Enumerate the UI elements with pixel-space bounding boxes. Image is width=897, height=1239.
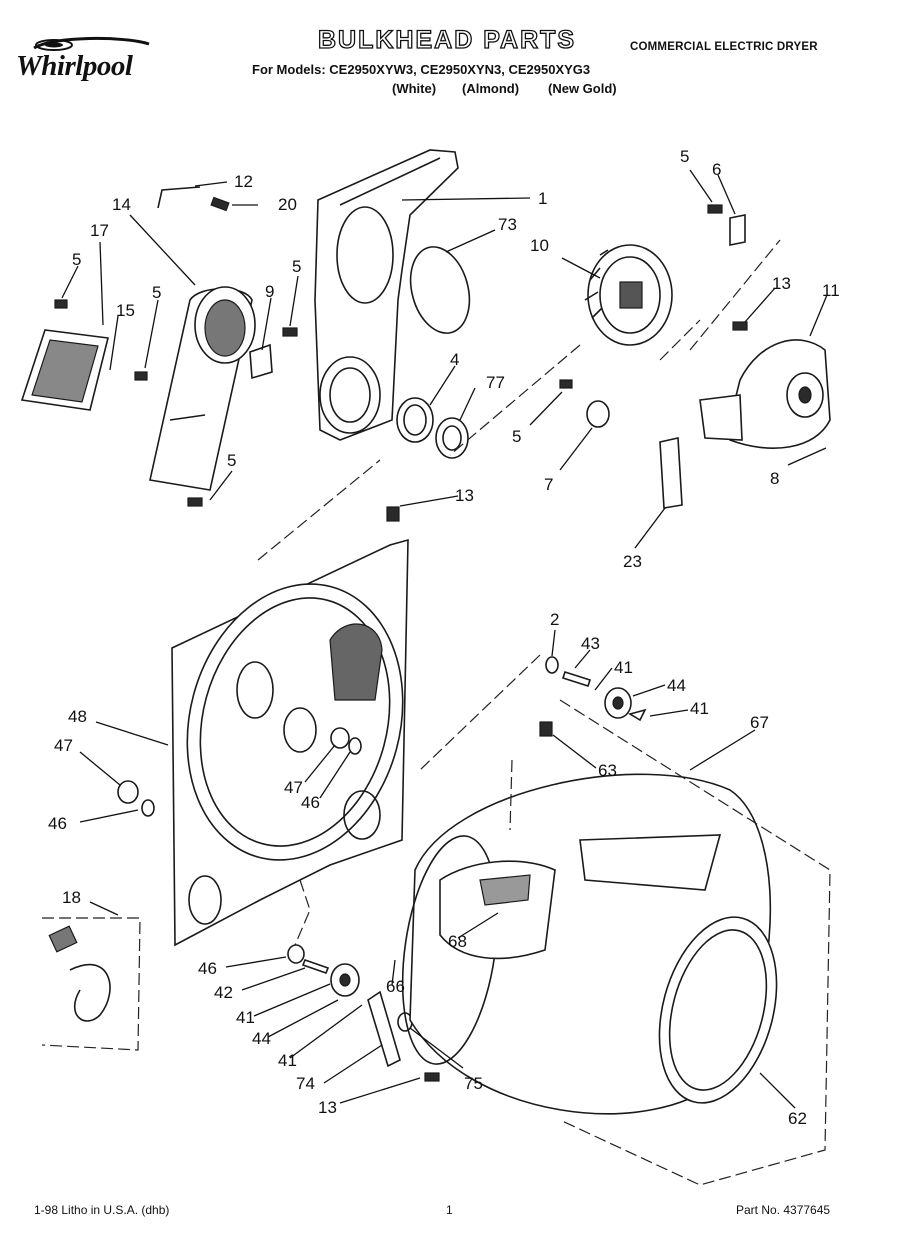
page-title: BULKHEAD PARTS bbox=[317, 25, 577, 54]
part-label-63: 63 bbox=[598, 761, 617, 780]
leader-lines bbox=[61, 169, 828, 1109]
part-wire-harness bbox=[41, 917, 141, 1051]
brand-logo: Whirlpool bbox=[16, 50, 133, 82]
part-label-7: 7 bbox=[544, 475, 553, 494]
part-heater-housing bbox=[149, 286, 256, 491]
part-label-8: 8 bbox=[770, 469, 779, 488]
part-label-9: 9 bbox=[265, 282, 274, 301]
part-label-11: 11 bbox=[822, 281, 840, 300]
part-label-5: 5 bbox=[152, 283, 161, 302]
part-label-46: 46 bbox=[48, 814, 67, 833]
screw-set bbox=[54, 196, 748, 1082]
part-label-15: 15 bbox=[116, 301, 135, 320]
part-bracket bbox=[249, 343, 273, 380]
part-label-48: 48 bbox=[68, 707, 87, 726]
color-new-gold: (New Gold) bbox=[548, 81, 617, 96]
drum-assembly-outline bbox=[559, 699, 831, 1186]
color-almond: (Almond) bbox=[462, 81, 520, 96]
whirlpool-logo-mark bbox=[33, 36, 150, 51]
part-label-77: 77 bbox=[486, 373, 505, 392]
part-label-66: 66 bbox=[386, 977, 405, 996]
product-subtitle: COMMERCIAL ELECTRIC DRYER bbox=[630, 41, 818, 53]
footer-litho: 1-98 Litho in U.S.A. (dhb) bbox=[34, 1203, 170, 1217]
part-drum bbox=[401, 773, 778, 1115]
part-label-5: 5 bbox=[512, 427, 521, 446]
part-label-74: 74 bbox=[296, 1074, 315, 1093]
part-label-43: 43 bbox=[581, 634, 600, 653]
part-label-73: 73 bbox=[498, 215, 517, 234]
part-lint-screen bbox=[20, 329, 109, 411]
part-label-62: 62 bbox=[788, 1109, 807, 1128]
part-tube bbox=[659, 437, 683, 509]
part-label-13: 13 bbox=[318, 1098, 337, 1117]
part-label-41: 41 bbox=[236, 1008, 255, 1027]
part-duct-gasket bbox=[409, 246, 471, 334]
part-bulkhead-plate bbox=[171, 538, 409, 947]
part-label-41: 41 bbox=[278, 1051, 297, 1070]
part-bearing-seal bbox=[435, 417, 469, 459]
part-label-4: 4 bbox=[450, 350, 459, 369]
part-label-1: 1 bbox=[538, 189, 547, 208]
hardware-set bbox=[117, 656, 647, 1068]
part-clip bbox=[729, 214, 746, 246]
part-label-47: 47 bbox=[54, 736, 73, 755]
part-label-13: 13 bbox=[772, 274, 791, 293]
part-label-12: 12 bbox=[234, 172, 253, 191]
part-label-67: 67 bbox=[750, 713, 769, 732]
part-label-75: 75 bbox=[464, 1074, 483, 1093]
part-label-44: 44 bbox=[667, 676, 686, 695]
part-label-46: 46 bbox=[198, 959, 217, 978]
part-label-42: 42 bbox=[214, 983, 233, 1002]
part-label-23: 23 bbox=[623, 552, 642, 571]
part-label-5: 5 bbox=[292, 257, 301, 276]
part-seal-ring bbox=[396, 397, 434, 443]
part-label-10: 10 bbox=[530, 236, 549, 255]
part-label-44: 44 bbox=[252, 1029, 271, 1048]
exploded-guide-lines bbox=[257, 239, 781, 946]
part-label-47: 47 bbox=[284, 778, 303, 797]
part-number-labels: 12 20 14 17 5 15 5 9 5 5 1 73 4 77 5 6 1… bbox=[48, 147, 840, 1128]
footer-part-number: Part No. 4377645 bbox=[736, 1203, 831, 1217]
part-label-41: 41 bbox=[690, 699, 709, 718]
part-label-5: 5 bbox=[227, 451, 236, 470]
part-label-46: 46 bbox=[301, 793, 320, 812]
models-line: For Models: CE2950XYW3, CE2950XYN3, CE29… bbox=[252, 62, 591, 77]
part-label-41: 41 bbox=[614, 658, 633, 677]
color-white: (White) bbox=[392, 81, 437, 96]
footer-page-number: 1 bbox=[446, 1203, 453, 1217]
part-label-18: 18 bbox=[62, 888, 81, 907]
part-blower-wheel bbox=[584, 244, 673, 346]
part-label-2: 2 bbox=[550, 610, 559, 629]
part-label-14: 14 bbox=[112, 195, 131, 214]
part-knob bbox=[586, 400, 610, 428]
part-label-68: 68 bbox=[448, 932, 467, 951]
part-label-17: 17 bbox=[90, 221, 109, 240]
part-rear-duct bbox=[314, 149, 459, 441]
part-label-20: 20 bbox=[278, 195, 297, 214]
part-label-13: 13 bbox=[455, 486, 474, 505]
part-label-5: 5 bbox=[680, 147, 689, 166]
part-label-6: 6 bbox=[712, 160, 721, 179]
part-blower-housing bbox=[699, 339, 831, 449]
part-label-5: 5 bbox=[72, 250, 81, 269]
part-wire bbox=[157, 186, 201, 209]
